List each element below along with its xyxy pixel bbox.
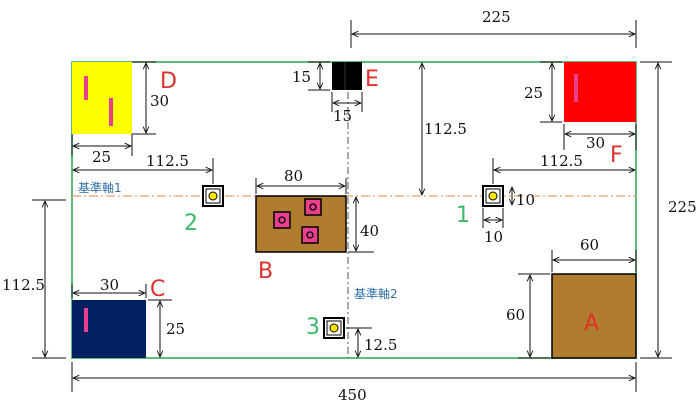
top-offset-dim: 225 bbox=[482, 8, 511, 26]
block-c-label: C bbox=[150, 277, 165, 302]
marker-1-dim-h: 10 bbox=[516, 191, 535, 209]
block-c-height-dim: 25 bbox=[166, 320, 185, 338]
block-c-left-dim: 112.5 bbox=[2, 276, 45, 294]
block-e bbox=[332, 62, 362, 90]
block-b-label: B bbox=[258, 259, 273, 284]
block-f bbox=[564, 62, 636, 122]
marker-3-dist: 12.5 bbox=[364, 336, 397, 354]
block-d-height-dim: 30 bbox=[150, 92, 169, 110]
block-e-label: E bbox=[365, 67, 379, 92]
block-a-label: A bbox=[584, 311, 599, 336]
block-d-label: D bbox=[160, 69, 177, 94]
total-height-dim: 225 bbox=[668, 198, 697, 216]
marker-1-label: 1 bbox=[456, 203, 470, 228]
block-b-height-dim: 40 bbox=[360, 222, 379, 240]
block-c-width-dim: 30 bbox=[100, 276, 119, 294]
block-e-height-dim: 15 bbox=[292, 68, 311, 86]
block-a bbox=[551, 273, 637, 359]
block-d-width-dim: 25 bbox=[92, 148, 111, 166]
block-a-height-dim: 60 bbox=[506, 306, 525, 324]
block-c bbox=[72, 300, 146, 358]
block-b-width-dim: 80 bbox=[284, 167, 303, 185]
marker-1 bbox=[482, 185, 504, 207]
block-e-width-dim: 15 bbox=[333, 107, 352, 125]
marker-2-dist: 112.5 bbox=[146, 152, 189, 170]
marker-1-dim-w: 10 bbox=[484, 228, 503, 246]
axis2-label: 基準軸2 bbox=[354, 286, 398, 301]
block-f-height-dim: 25 bbox=[524, 84, 543, 102]
marker-3-label: 3 bbox=[306, 315, 320, 340]
axis1-label: 基準軸1 bbox=[78, 180, 122, 195]
block-e-top-dim: 112.5 bbox=[424, 120, 467, 138]
block-d bbox=[72, 62, 132, 134]
marker-3 bbox=[323, 317, 345, 339]
block-a-width-dim: 60 bbox=[580, 236, 599, 254]
marker-1-dist: 112.5 bbox=[540, 152, 583, 170]
marker-2-label: 2 bbox=[184, 211, 198, 236]
block-f-width-dim: 30 bbox=[586, 134, 605, 152]
block-b bbox=[255, 195, 347, 253]
block-f-label: F bbox=[610, 143, 623, 168]
marker-2 bbox=[202, 185, 224, 207]
total-width-dim: 450 bbox=[338, 386, 367, 404]
